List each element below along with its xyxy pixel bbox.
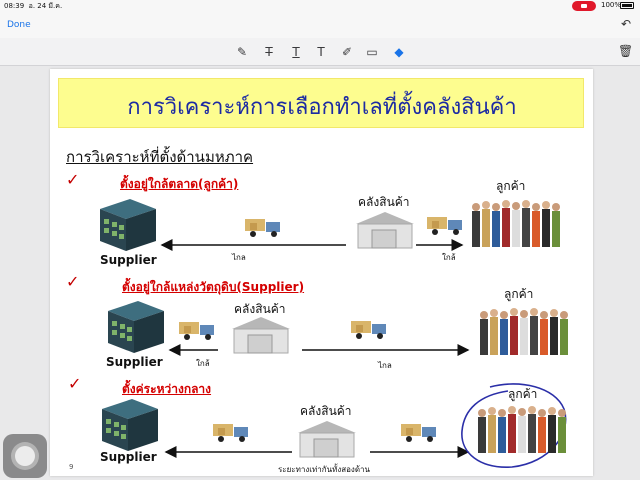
warehouse-icon bbox=[298, 421, 356, 458]
customer-label: ลูกค้า bbox=[504, 287, 534, 301]
supplier-label: Supplier bbox=[100, 253, 157, 267]
supplier-building-icon bbox=[102, 399, 158, 451]
undo-icon[interactable]: ↶ bbox=[620, 17, 632, 31]
distance-label: ไกล bbox=[232, 253, 246, 262]
distance-label: ใกล้ bbox=[196, 359, 210, 368]
comment-icon[interactable]: ▭ bbox=[366, 45, 378, 59]
truck-icon bbox=[245, 219, 280, 237]
distance-label: ไกล bbox=[378, 361, 392, 370]
warehouse-icon bbox=[232, 317, 290, 354]
markup-toolbar: ✎ T T T ✐ ▭ ◆ 🗑 bbox=[0, 38, 640, 66]
truck-icon bbox=[351, 321, 386, 339]
marker-icon[interactable]: ✐ bbox=[341, 45, 353, 59]
option-label: ตั้งอยู่ใกล้แหล่งวัตถุดิบ(Supplier) bbox=[122, 280, 305, 294]
customers-crowd-icon bbox=[472, 200, 560, 247]
warehouse-label: คลังสินค้า bbox=[234, 302, 286, 316]
checkmark-icon: ✓ bbox=[68, 374, 82, 393]
option-label: ตั้งค่ระหว่างกลาง bbox=[122, 382, 212, 396]
nav-bar: Done ↶ bbox=[0, 12, 640, 38]
customer-label: ลูกค้า bbox=[496, 179, 526, 193]
supplier-building-icon bbox=[108, 301, 164, 353]
strikethrough-icon[interactable]: T bbox=[265, 45, 273, 59]
option-label: ตั้งอยู่ใกล้ตลาด(ลูกค้า) bbox=[120, 177, 239, 191]
truck-icon bbox=[213, 424, 248, 442]
slide-title: การวิเคราะห์การเลือกทำเลที่ตั้งคลังสินค้… bbox=[127, 95, 517, 120]
battery-percent: 100% bbox=[601, 1, 622, 9]
trash-icon[interactable]: 🗑 bbox=[618, 44, 634, 58]
supplier-label: Supplier bbox=[106, 355, 163, 369]
distance-label: ใกล้ bbox=[442, 253, 456, 262]
eraser-icon[interactable]: ◆ bbox=[394, 45, 404, 59]
status-time: 08:39 อ. 24 มี.ค. bbox=[4, 2, 63, 10]
checkmark-icon: ✓ bbox=[66, 170, 80, 189]
customers-crowd-icon bbox=[480, 308, 568, 355]
warehouse-label: คลังสินค้า bbox=[300, 404, 352, 418]
screen-recording-indicator[interactable] bbox=[572, 1, 596, 11]
underline-icon[interactable]: T bbox=[292, 45, 300, 59]
truck-icon bbox=[179, 322, 214, 340]
page-number: 9 bbox=[69, 463, 74, 471]
assistive-touch-button[interactable] bbox=[3, 434, 47, 478]
slide-page: การวิเคราะห์การเลือกทำเลที่ตั้งคลังสินค้… bbox=[50, 69, 593, 476]
battery-icon bbox=[620, 2, 634, 9]
customers-crowd-icon bbox=[478, 406, 566, 453]
warehouse-label: คลังสินค้า bbox=[358, 195, 410, 209]
pen-icon[interactable]: ✎ bbox=[236, 45, 248, 59]
customer-label: ลูกค้า bbox=[508, 387, 538, 401]
title-banner: การวิเคราะห์การเลือกทำเลที่ตั้งคลังสินค้… bbox=[58, 78, 584, 128]
slide-subtitle: การวิเคราะห์ที่ตั้งด้านมหภาค bbox=[66, 148, 254, 166]
checkmark-icon: ✓ bbox=[66, 272, 80, 291]
truck-icon bbox=[427, 217, 462, 235]
distance-note: ระยะทางเท่ากันทั้งสองด้าน bbox=[278, 465, 370, 474]
supplier-building-icon bbox=[100, 199, 156, 251]
supplier-label: Supplier bbox=[100, 450, 157, 464]
truck-icon bbox=[401, 424, 436, 442]
done-button[interactable]: Done bbox=[7, 20, 31, 30]
status-bar: 08:39 อ. 24 มี.ค. 100% bbox=[0, 0, 640, 12]
text-icon[interactable]: T bbox=[317, 45, 325, 59]
warehouse-icon bbox=[356, 212, 414, 249]
